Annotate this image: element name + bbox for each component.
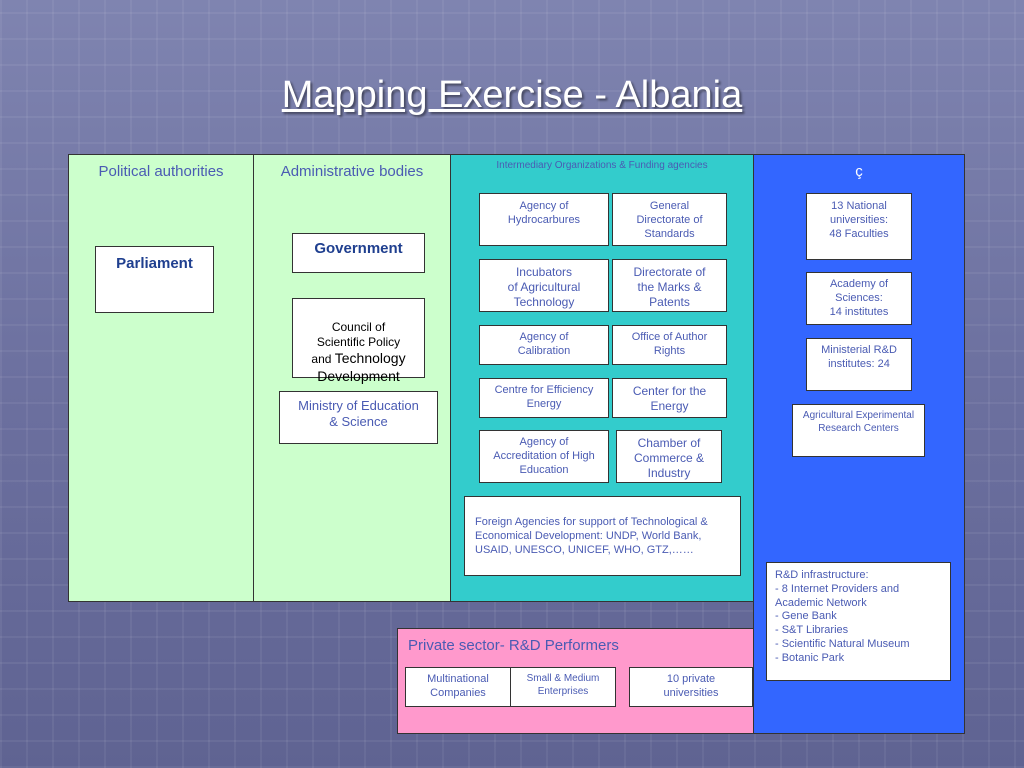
council-box: Council of Scientific Policy and Technol… [292,298,425,384]
standards-box: General Directorate of Standards [612,193,727,246]
private-sector-heading: Private sector- R&D Performers [408,637,619,654]
efficiency-energy-box: Centre for Efficiency Energy [479,378,609,418]
incubators-box: Incubators of Agricultural Technology [479,259,609,312]
rd-infrastructure-box: R&D infrastructure: - 8 Internet Provide… [766,562,951,681]
research-heading: ç [855,163,863,180]
center-energy-box: Center for the Energy [612,378,727,418]
council-label-part1: Council of Scientific Policy and [311,320,401,366]
ministerial-institutes-box: Ministerial R&D institutes: 24 [806,338,912,391]
sme-box: Small & Medium Enterprises [510,667,616,707]
ministry-box: Ministry of Education & Science [279,391,438,444]
accreditation-box: Agency of Accreditation of High Educatio… [479,430,609,483]
author-rights-box: Office of Author Rights [612,325,727,365]
chamber-box: Chamber of Commerce & Industry [616,430,722,483]
agricultural-centers-box: Agricultural Experimental Research Cente… [792,404,925,457]
slide-title: Mapping Exercise - Albania [281,74,743,116]
parliament-box: Parliament [95,246,214,313]
national-universities-box: 13 National universities: 48 Faculties [806,193,912,260]
intermediary-heading: Intermediary Organizations & Funding age… [496,160,708,171]
administrative-bodies-panel: Administrative bodies [253,154,451,602]
hydrocarbures-box: Agency of Hydrocarbures [479,193,609,246]
multinational-box: Multinational Companies [405,667,511,707]
administrative-bodies-heading: Administrative bodies [280,163,424,180]
political-authorities-panel: Political authorities [68,154,254,602]
academy-sciences-box: Academy of Sciences: 14 institutes [806,272,912,325]
council-label-part2: Technology Development [317,350,406,384]
government-box: Government [292,233,425,273]
marks-patents-box: Directorate of the Marks & Patents [612,259,727,312]
private-universities-box: 10 private universities [629,667,753,707]
foreign-agencies-box: Foreign Agencies for support of Technolo… [464,496,741,576]
political-authorities-heading: Political authorities [98,163,224,180]
calibration-box: Agency of Calibration [479,325,609,365]
